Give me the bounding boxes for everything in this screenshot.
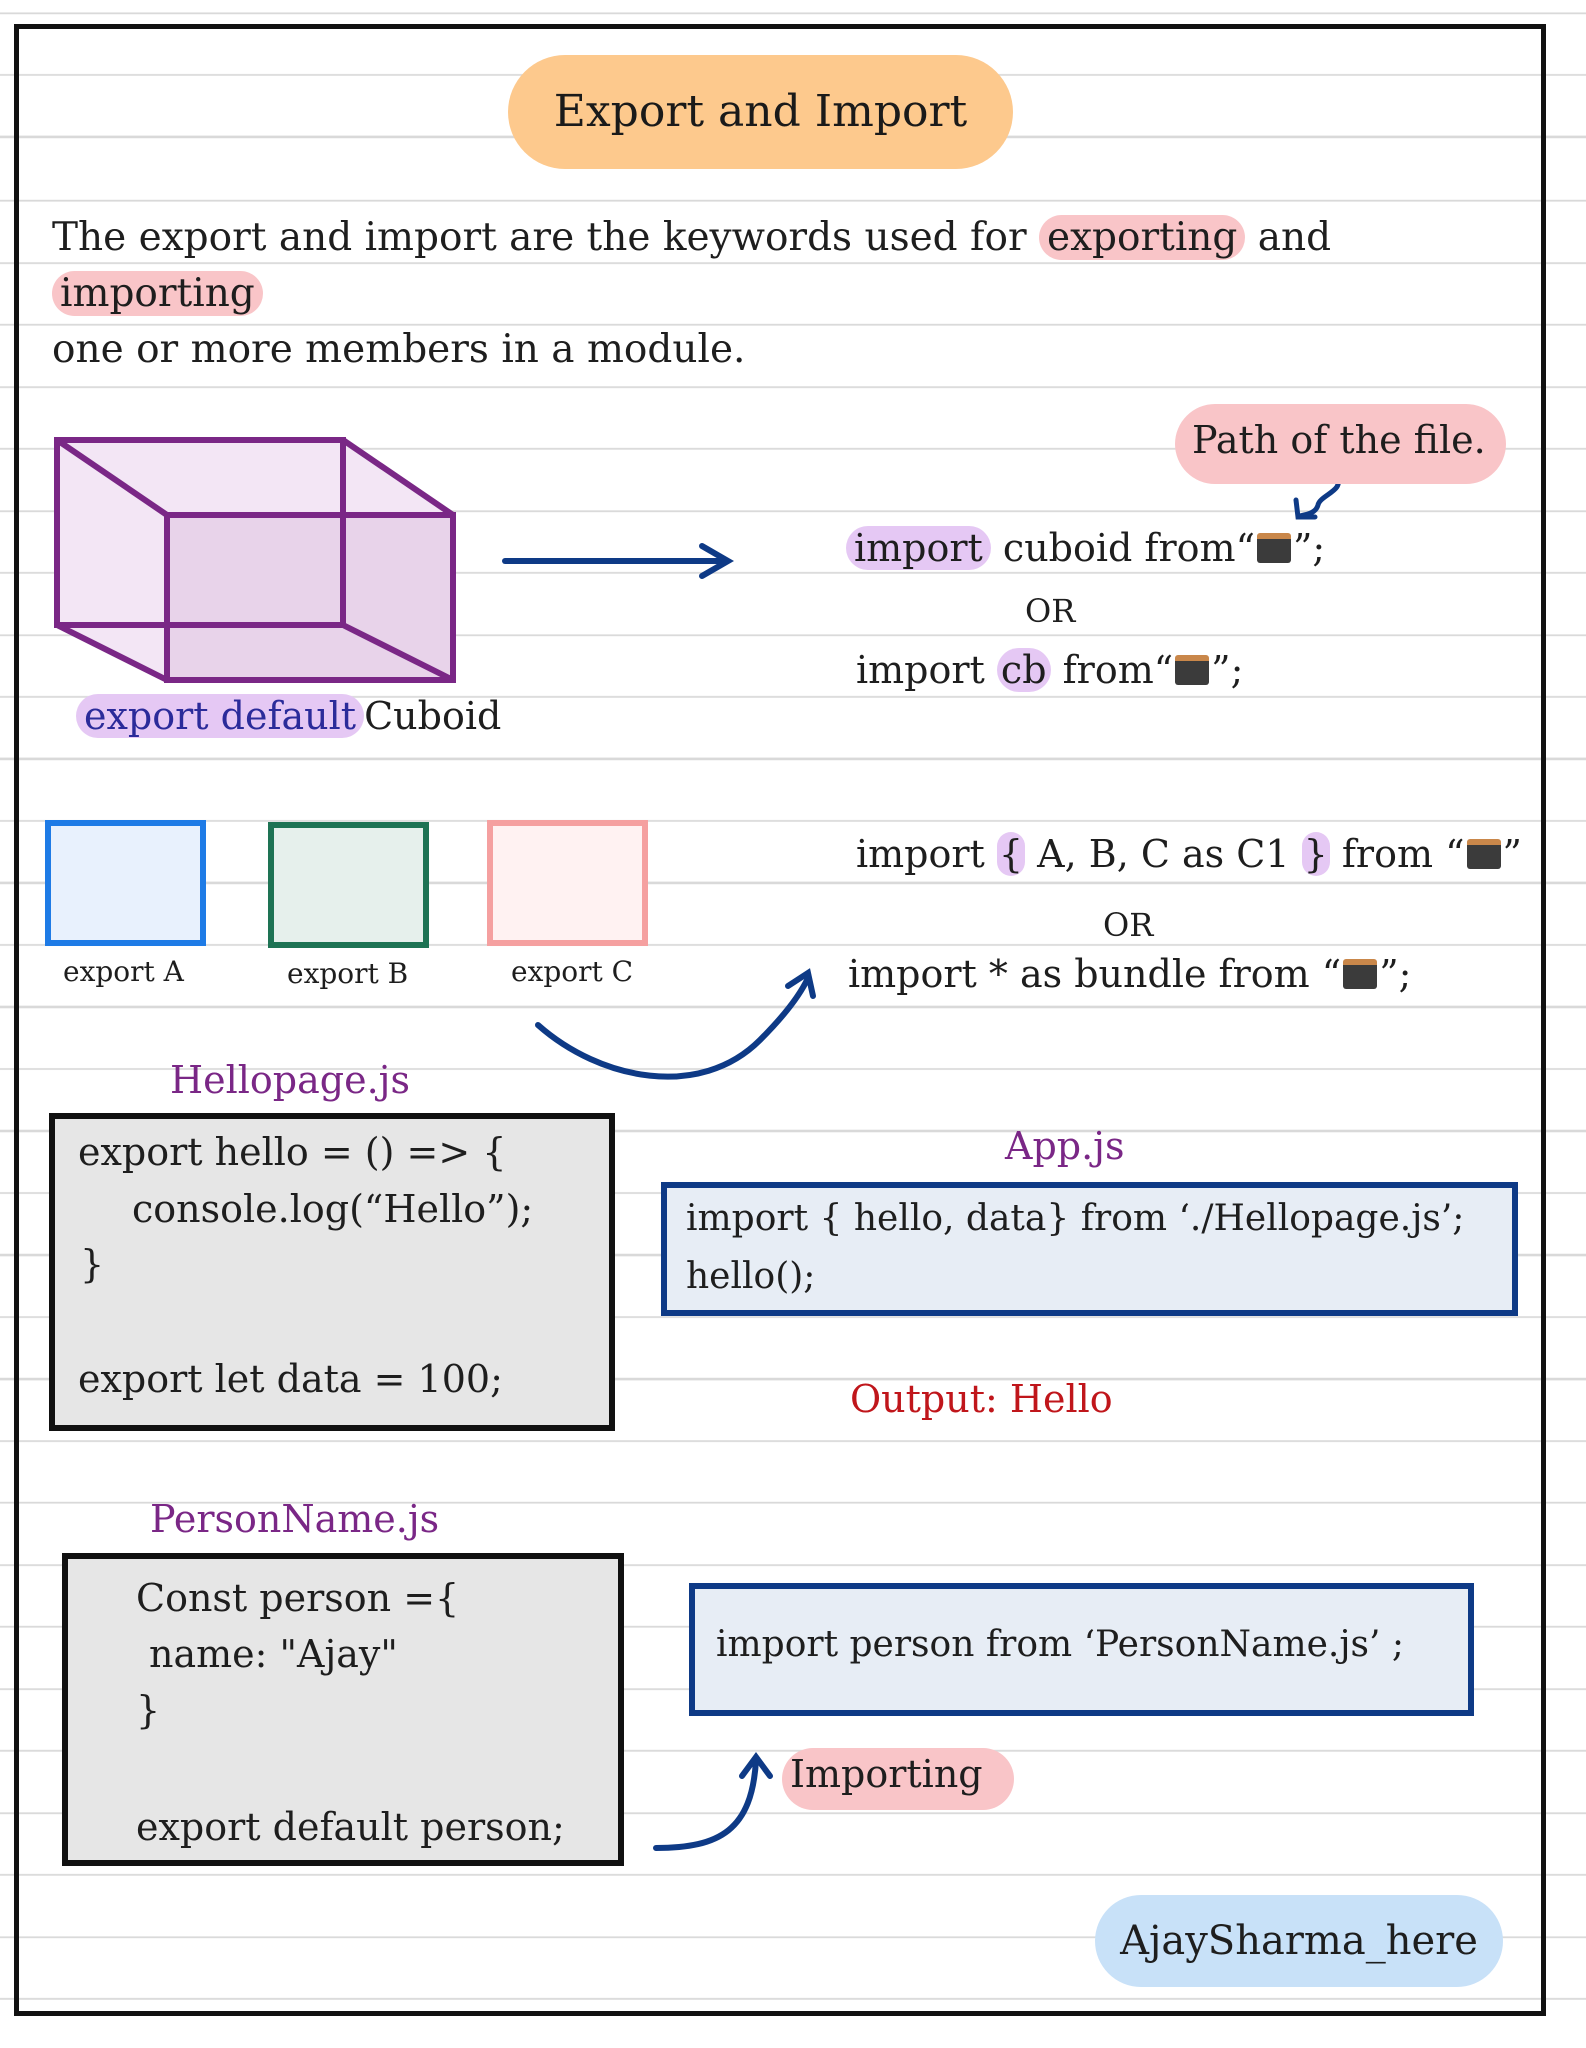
personname-code-line-3: } bbox=[136, 1688, 161, 1732]
person-import-box bbox=[689, 1583, 1474, 1716]
or-separator-1: OR bbox=[1025, 592, 1076, 630]
person-import-line: import person from ‘PersonName.js’ ; bbox=[716, 1624, 1405, 1665]
hellopage-code-line-4: export let data = 100; bbox=[78, 1357, 503, 1401]
intro-text-before: The export and import are the keywords u… bbox=[52, 215, 1039, 260]
named-import-from: from “ bbox=[1329, 832, 1465, 876]
folder-icon bbox=[1343, 959, 1378, 989]
path-note-highlight bbox=[1175, 404, 1506, 484]
export-b-label: export B bbox=[287, 957, 409, 990]
page-title: Export and Import bbox=[508, 55, 1013, 169]
author-signature: AjaySharma_here bbox=[1095, 1895, 1503, 1987]
default-import-rest-b: ”; bbox=[1293, 526, 1326, 570]
named-import-line-2: import * as bundle from “ ”; bbox=[848, 952, 1411, 996]
named-import-end: ” bbox=[1502, 832, 1522, 876]
bundle-import-text: import * as bundle from “ bbox=[848, 952, 1342, 996]
folder-icon bbox=[1175, 655, 1210, 685]
default-import-rest-a: cuboid from“ bbox=[990, 526, 1255, 570]
intro-highlight-exporting: exporting bbox=[1038, 215, 1246, 260]
app-code-line-2: hello(); bbox=[686, 1256, 816, 1297]
alias-cb-highlight: cb bbox=[996, 648, 1051, 692]
hellopage-code-box bbox=[49, 1113, 615, 1431]
hellopage-file-label: Hellopage.js bbox=[170, 1058, 410, 1102]
named-import-keyword: import bbox=[856, 832, 997, 876]
bundle-import-end: ”; bbox=[1379, 952, 1412, 996]
app-file-label: App.js bbox=[1005, 1124, 1125, 1168]
named-import-members: A, B, C as C1 bbox=[1025, 832, 1302, 876]
hellopage-code-line-3: } bbox=[80, 1242, 105, 1286]
personname-code-line-1: Const person ={ bbox=[136, 1576, 460, 1620]
app-code-line-1: import { hello, data} from ‘./Hellopage.… bbox=[686, 1198, 1465, 1239]
importing-note: Importing bbox=[790, 1752, 983, 1796]
default-import2-rest-b: ”; bbox=[1211, 648, 1244, 692]
arrow-right-icon bbox=[502, 543, 735, 579]
path-note: Path of the file. bbox=[1192, 418, 1486, 462]
export-a-label: export A bbox=[63, 955, 184, 988]
path-pointer-arrow-icon bbox=[1293, 474, 1341, 520]
default-import2-keyword: import bbox=[856, 648, 997, 692]
intro-line-2: one or more members in a module. bbox=[52, 327, 746, 372]
export-a-box bbox=[45, 820, 206, 946]
hellopage-code-line-1: export hello = () => { bbox=[78, 1130, 507, 1174]
export-c-box bbox=[487, 820, 648, 946]
default-import-line-2: import cb from“ ”; bbox=[856, 648, 1243, 692]
app-code-box bbox=[661, 1182, 1518, 1316]
brace-open-highlight: { bbox=[996, 832, 1026, 876]
named-import-line-1: import { A, B, C as C1 } from “ ” bbox=[856, 832, 1522, 876]
intro-text-middle: and bbox=[1245, 215, 1332, 260]
intro-highlight-importing: importing bbox=[52, 271, 263, 316]
brace-close-highlight: } bbox=[1301, 832, 1330, 876]
cuboid-icon bbox=[54, 437, 456, 683]
curved-arrow-icon bbox=[535, 968, 816, 1080]
export-b-box bbox=[268, 822, 429, 948]
personname-code-box bbox=[62, 1553, 624, 1866]
personname-file-label: PersonName.js bbox=[150, 1497, 440, 1541]
personname-code-line-4: export default person; bbox=[136, 1805, 565, 1849]
hellopage-code-line-2: console.log(“Hello”); bbox=[132, 1187, 534, 1231]
importing-highlight bbox=[782, 1748, 1014, 1810]
folder-icon bbox=[1466, 839, 1501, 869]
page-frame bbox=[14, 24, 1546, 2016]
export-c-label: export C bbox=[511, 955, 634, 988]
folder-icon bbox=[1257, 533, 1291, 563]
export-default-keyword: export default bbox=[76, 694, 365, 738]
export-default-name: Cuboid bbox=[364, 694, 502, 738]
importing-arrow-icon bbox=[653, 1751, 773, 1851]
default-import2-rest-a: from“ bbox=[1050, 648, 1174, 692]
personname-code-line-2: name: "Ajay" bbox=[149, 1632, 398, 1676]
output-text: Output: Hello bbox=[850, 1377, 1113, 1421]
intro-paragraph: The export and import are the keywords u… bbox=[52, 210, 1532, 378]
or-separator-2: OR bbox=[1103, 906, 1154, 944]
import-keyword-highlight: import bbox=[846, 526, 991, 570]
default-import-line-1: import cuboid from“ ”; bbox=[846, 526, 1325, 570]
